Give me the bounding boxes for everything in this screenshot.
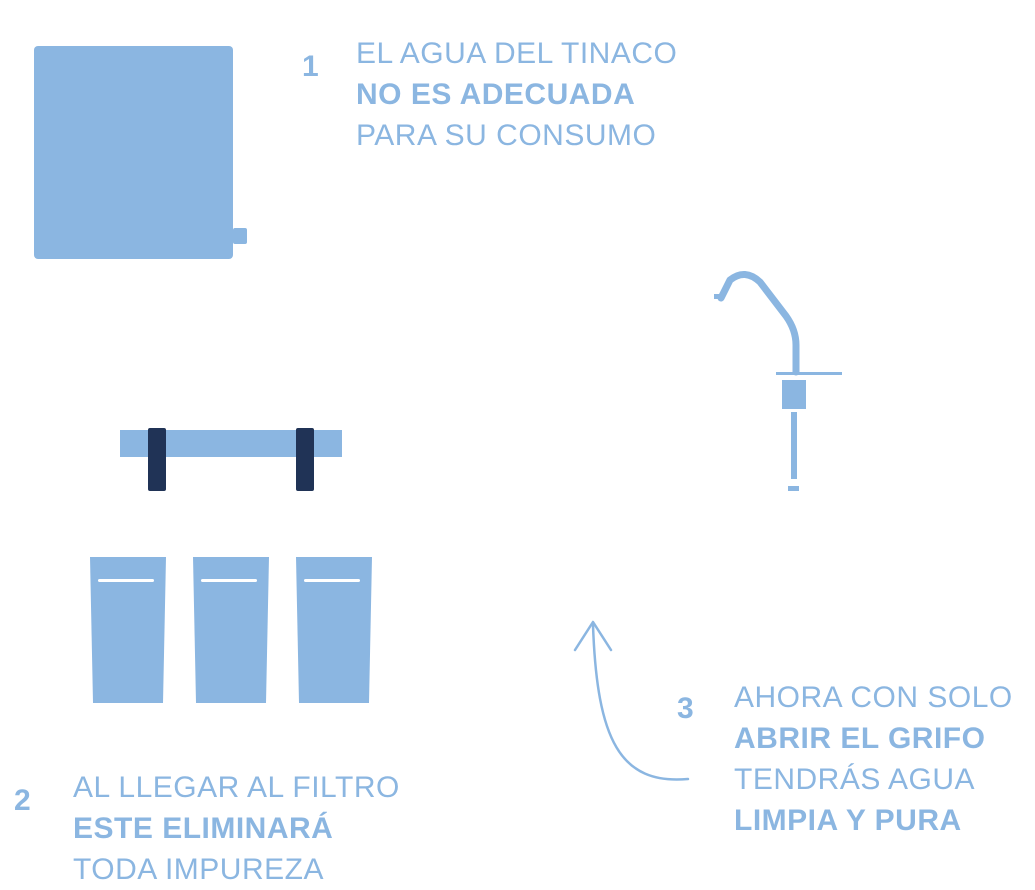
step-number: 2 [14,784,31,817]
step-text-line-bold: ESTE ELIMINARÁ [73,812,334,845]
step-text-line: TENDRÁS AGUA [734,763,976,796]
filter-system-icon [90,428,372,703]
step-text-line: PARA SU CONSUMO [356,119,657,152]
filter-cartridge [296,557,372,703]
filter-cartridge [90,557,166,703]
step-text-line: EL AGUA DEL TINACO [356,37,678,70]
step-1-text: EL AGUA DEL TINACO NO ES ADECUADA PARA S… [356,33,677,156]
step-2-text: AL LLEGAR AL FILTRO ESTE ELIMINARÁ TODA … [73,767,400,890]
step-number: 1 [302,50,319,83]
filter-cartridge [193,557,269,703]
step-text-line-bold: LIMPIA Y PURA [734,804,962,837]
faucet-icon [714,271,842,491]
water-tank-icon [34,46,247,259]
step-number: 3 [677,692,694,725]
step-3-text: AHORA CON SOLO ABRIR EL GRIFO TENDRÁS AG… [734,677,1013,841]
step-text-line-bold: NO ES ADECUADA [356,78,636,111]
curved-arrow-icon [573,620,690,781]
step-text-line: AHORA CON SOLO [734,681,1013,714]
step-text-line: TODA IMPUREZA [73,853,324,886]
step-text-line-bold: ABRIR EL GRIFO [734,722,986,755]
step-text-line: AL LLEGAR AL FILTRO [73,771,400,804]
